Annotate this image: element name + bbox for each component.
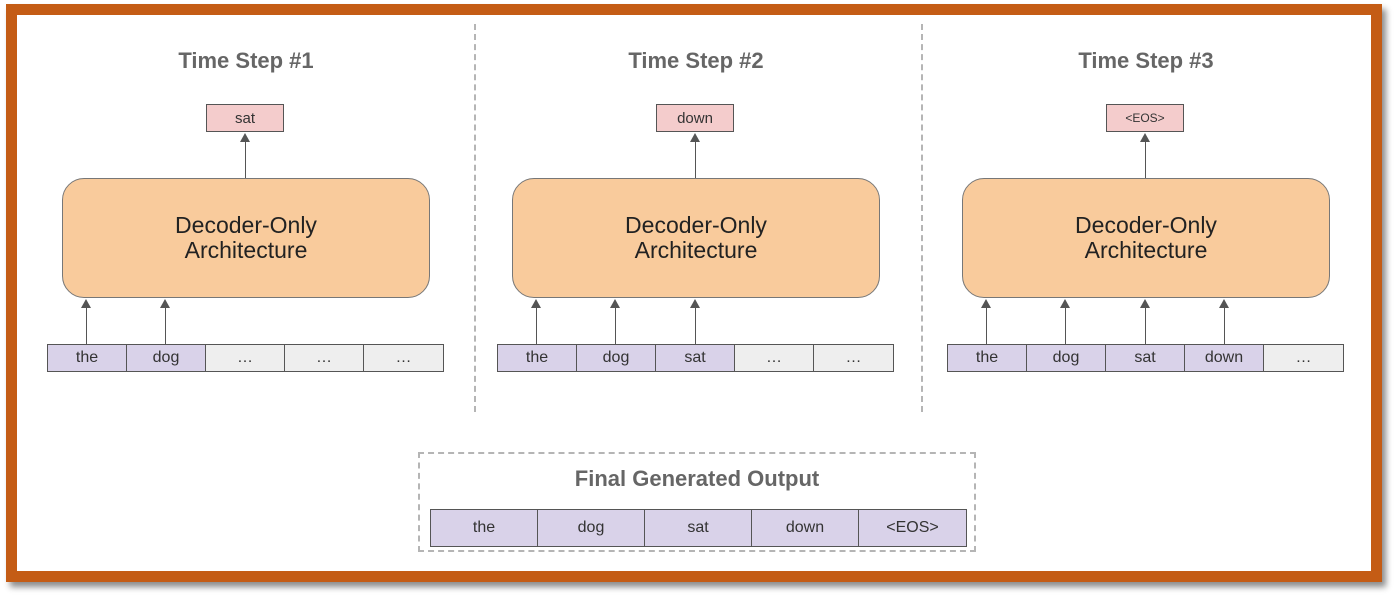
input-arrowhead [1140, 299, 1150, 308]
empty-token: … [814, 345, 893, 371]
input-arrow [1145, 306, 1146, 344]
input-arrowhead [81, 299, 91, 308]
input-arrow [165, 306, 166, 344]
input-arrow [1065, 306, 1066, 344]
step-divider [474, 24, 476, 412]
input-token: dog [577, 345, 656, 371]
input-arrowhead [610, 299, 620, 308]
final-token: <EOS> [859, 510, 966, 546]
final-token: the [431, 510, 538, 546]
decoder-block: Decoder-Only Architecture [62, 178, 430, 298]
input-token: the [948, 345, 1027, 371]
decoder-label-line1: Decoder-Only [625, 212, 767, 238]
input-token: the [48, 345, 127, 371]
decoder-block: Decoder-Only Architecture [962, 178, 1330, 298]
output-token: sat [206, 104, 284, 132]
decoder-label-line2: Architecture [184, 237, 308, 263]
step-title: Time Step #1 [178, 48, 314, 73]
final-output-title: Final Generated Output [574, 466, 820, 491]
input-arrow [695, 306, 696, 344]
empty-token: … [735, 345, 814, 371]
input-arrowhead [690, 299, 700, 308]
empty-token: … [364, 345, 443, 371]
input-token-row: the dog sat … … [497, 344, 894, 372]
input-token: dog [1027, 345, 1106, 371]
decoder-label-line2: Architecture [634, 237, 758, 263]
output-arrow [1145, 140, 1146, 178]
output-token: <EOS> [1106, 104, 1184, 132]
input-arrow [1224, 306, 1225, 344]
output-arrowhead [1140, 133, 1150, 142]
output-arrow [695, 140, 696, 178]
decoder-label-line2: Architecture [1084, 237, 1208, 263]
input-arrow [86, 306, 87, 344]
input-token-row: the dog sat down … [947, 344, 1344, 372]
step-title: Time Step #2 [628, 48, 764, 73]
input-arrowhead [160, 299, 170, 308]
input-arrowhead [531, 299, 541, 308]
output-arrowhead [240, 133, 250, 142]
output-token: down [656, 104, 734, 132]
decoder-label-line1: Decoder-Only [1075, 212, 1217, 238]
final-token: sat [645, 510, 752, 546]
input-token: sat [1106, 345, 1185, 371]
input-arrow [536, 306, 537, 344]
input-arrowhead [1060, 299, 1070, 308]
empty-token: … [1264, 345, 1343, 371]
final-token: down [752, 510, 859, 546]
input-arrow [986, 306, 987, 344]
decoder-label-line1: Decoder-Only [175, 212, 317, 238]
step-title: Time Step #3 [1078, 48, 1214, 73]
output-arrowhead [690, 133, 700, 142]
input-token: dog [127, 345, 206, 371]
step-divider [921, 24, 923, 412]
input-token: the [498, 345, 577, 371]
input-arrow [615, 306, 616, 344]
empty-token: … [206, 345, 285, 371]
input-token: sat [656, 345, 735, 371]
decoder-block: Decoder-Only Architecture [512, 178, 880, 298]
final-token-row: the dog sat down <EOS> [430, 509, 967, 547]
final-token: dog [538, 510, 645, 546]
input-token: down [1185, 345, 1264, 371]
final-output-box: Final Generated Output the dog sat down … [418, 452, 976, 552]
input-token-row: the dog … … … [47, 344, 444, 372]
output-arrow [245, 140, 246, 178]
empty-token: … [285, 345, 364, 371]
input-arrowhead [1219, 299, 1229, 308]
input-arrowhead [981, 299, 991, 308]
